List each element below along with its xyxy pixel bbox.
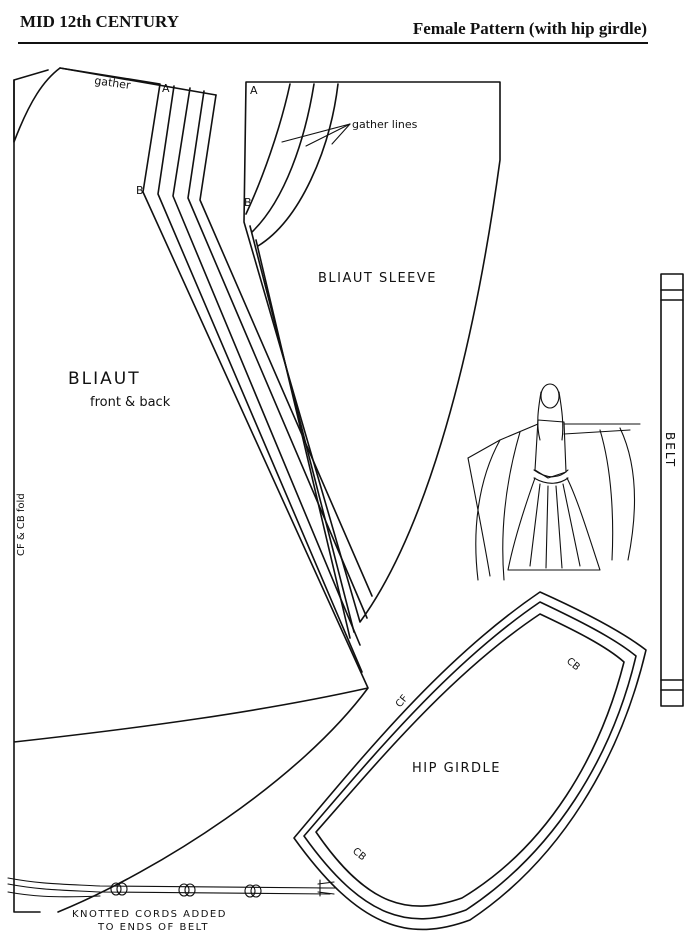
pattern-title: Female Pattern (with hip girdle) — [412, 19, 647, 38]
bliaut-shoulder-edge — [59, 67, 217, 96]
sleeve-pattern-piece: gather lines A B BLIAUT SLEEVE — [243, 81, 501, 639]
sleeve-gather-arc-2 — [251, 83, 315, 233]
bliaut-subtitle: front & back — [90, 395, 171, 410]
figure-left-arm — [467, 423, 539, 459]
figure-torso — [534, 419, 567, 479]
figure-skirt — [507, 477, 601, 571]
bliaut-gather-label: gather — [94, 74, 132, 92]
period-title: MID 12th CENTURY — [20, 12, 180, 31]
girdle-inner-outline — [315, 613, 625, 907]
girdle-outer-outline — [293, 591, 647, 931]
girdle-title: HIP GIRDLE — [412, 761, 501, 776]
belt-outline — [660, 273, 684, 707]
sleeve-point-b: B — [244, 196, 252, 209]
bliaut-seam-line-1 — [157, 85, 363, 673]
bliaut-seam-line-4 — [199, 94, 373, 597]
figure-right-arm — [563, 423, 641, 435]
gather-lines-pointer-3 — [331, 123, 351, 145]
sleeve-outline — [243, 81, 501, 623]
woman-figure-sketch — [467, 383, 641, 581]
gather-lines-pointer-2 — [305, 123, 351, 147]
cord-line-1 — [7, 877, 331, 889]
cords-caption-line-2: TO ENDS OF BELT — [97, 922, 209, 933]
page-header: MID 12th CENTURY Female Pattern (with hi… — [0, 0, 695, 46]
bliaut-fold-label: CF & CB fold — [16, 493, 27, 556]
bliaut-point-a: A — [162, 82, 170, 95]
knotted-cords-illustration: KNOTTED CORDS ADDED TO ENDS OF BELT — [7, 877, 337, 933]
cord-tassel — [317, 879, 337, 897]
cords-caption-line-1: KNOTTED CORDS ADDED — [72, 909, 227, 920]
bliaut-point-b: B — [136, 184, 144, 197]
sleeve-seam-line-2 — [255, 239, 351, 639]
girdle-middle-outline — [303, 601, 637, 920]
sleeve-title: BLIAUT SLEEVE — [318, 271, 437, 286]
sleeve-seam-line-1 — [249, 225, 355, 633]
figure-left-sleeve — [467, 431, 521, 581]
girdle-cb-bottom-label: CB — [350, 846, 368, 863]
cord-knot-3 — [244, 884, 262, 898]
bliaut-title: BLIAUT — [68, 369, 141, 389]
hip-girdle-pattern-piece: CF CB CB HIP GIRDLE — [293, 591, 647, 931]
cord-line-3 — [7, 891, 101, 898]
bliaut-neckline — [13, 69, 49, 143]
belt-label: BELT — [663, 432, 677, 468]
figure-head — [540, 383, 560, 409]
figure-hair — [537, 391, 564, 441]
bliaut-outline — [13, 67, 369, 913]
figure-right-sleeve — [599, 427, 636, 561]
cord-line-2 — [7, 883, 331, 895]
cord-knot-1 — [110, 882, 128, 896]
figure-girdle — [533, 469, 569, 484]
girdle-cb-top-label: CB — [564, 656, 582, 673]
belt-pattern-piece: BELT — [660, 273, 684, 707]
sleeve-gather-lines-label: gather lines — [352, 118, 418, 131]
figure-skirt-folds — [529, 483, 581, 569]
bliaut-seam-line-2 — [172, 87, 361, 646]
gather-lines-pointer-1 — [281, 123, 351, 143]
sleeve-point-a: A — [250, 84, 258, 97]
sleeve-gather-arc-3 — [257, 83, 339, 247]
header-rule — [18, 42, 648, 44]
cord-knot-2 — [178, 883, 196, 897]
bliaut-seam-line-3 — [187, 90, 368, 619]
sleeve-gather-arc-1 — [245, 83, 291, 215]
